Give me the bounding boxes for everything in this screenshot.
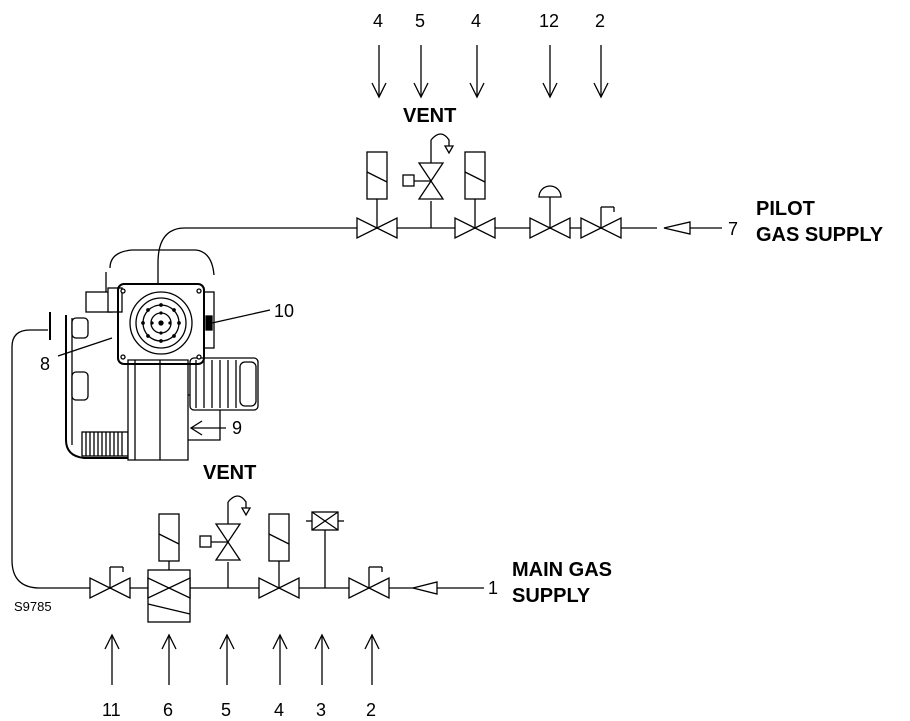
pilot-supply-title-2: GAS SUPPLY bbox=[756, 224, 884, 246]
main-pipe bbox=[11, 329, 420, 589]
pilot-gas-train: 7 PILOT GAS SUPPLY VENT bbox=[157, 11, 884, 264]
burner-body bbox=[65, 249, 259, 461]
main-label-vent: 5 bbox=[221, 700, 231, 720]
main-safety-solenoid bbox=[147, 513, 191, 623]
main-label-manual-valve-left: 11 bbox=[102, 700, 121, 720]
pilot-inlet-arrow bbox=[663, 221, 722, 235]
burner-dial-dots bbox=[141, 303, 181, 343]
pilot-supply-title-1: PILOT bbox=[756, 198, 815, 220]
main-pressure-switch bbox=[306, 511, 344, 588]
main-vent-label: VENT bbox=[203, 462, 256, 484]
main-supply-title-1: MAIN GAS bbox=[512, 559, 612, 581]
pilot-top-arrows bbox=[371, 45, 609, 99]
main-supply-title-2: SUPPLY bbox=[512, 585, 591, 607]
main-label-manual-valve-right: 2 bbox=[366, 700, 376, 720]
main-manual-valve-left bbox=[89, 566, 131, 600]
burner-label-8: 8 bbox=[40, 354, 50, 374]
main-bottom-arrows bbox=[104, 633, 380, 685]
pilot-manual-valve bbox=[580, 206, 622, 240]
burner-motor bbox=[189, 357, 259, 411]
main-inlet-arrow bbox=[412, 581, 484, 595]
burner-label-10: 10 bbox=[274, 301, 294, 321]
pilot-pipe bbox=[157, 227, 657, 264]
main-solenoid-valve bbox=[258, 513, 300, 600]
pilot-label-solenoid-right: 4 bbox=[471, 11, 481, 31]
pilot-label-regulator: 12 bbox=[539, 11, 559, 31]
main-gas-train: 1 MAIN GAS SUPPLY bbox=[11, 312, 612, 720]
pilot-solenoid-valve-left bbox=[356, 151, 398, 240]
pilot-label-manual-valve: 2 bbox=[595, 11, 605, 31]
drawing-code: S9785 bbox=[14, 599, 52, 614]
main-label-pressure-switch: 3 bbox=[316, 700, 326, 720]
pilot-solenoid-valve-right bbox=[454, 151, 496, 240]
main-manual-valve-right bbox=[348, 566, 390, 600]
main-inlet-number: 1 bbox=[488, 578, 498, 598]
pilot-label-solenoid-left: 4 bbox=[373, 11, 383, 31]
pilot-label-vent: 5 bbox=[415, 11, 425, 31]
pilot-pressure-regulator bbox=[529, 185, 571, 240]
main-vent-valve bbox=[199, 495, 252, 588]
burner-fins bbox=[85, 432, 123, 456]
pilot-vent-valve bbox=[402, 133, 455, 228]
burner-callouts bbox=[57, 309, 271, 436]
burner-label-9: 9 bbox=[232, 418, 242, 438]
pilot-inlet-number: 7 bbox=[728, 219, 738, 239]
pilot-vent-label: VENT bbox=[403, 105, 456, 127]
main-label-safety-solenoid: 6 bbox=[163, 700, 173, 720]
main-label-solenoid: 4 bbox=[274, 700, 284, 720]
